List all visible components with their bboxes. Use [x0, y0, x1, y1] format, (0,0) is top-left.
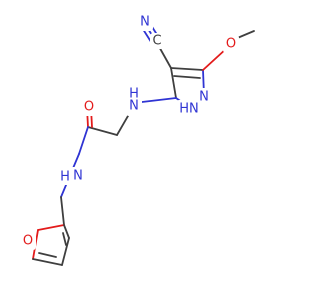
bond-furan-c3-c2 — [63, 224, 70, 239]
bond-furan-c4-c3 — [61, 237, 70, 266]
atom-bg-amide-h — [59, 169, 71, 185]
bond-layer — [32, 21, 255, 266]
atom-bg-furan-o — [20, 232, 36, 250]
amine-hydrogen-label: H — [129, 87, 139, 102]
furan-oxygen-label: O — [23, 234, 33, 249]
atom-bg-methoxy-o — [223, 35, 239, 53]
atom-bg-amide-n — [70, 167, 86, 185]
nitrile-nitrogen-label: N — [140, 15, 150, 30]
atom-bg-nitrile-c — [150, 33, 164, 49]
bond-furan-c5-c4 — [32, 258, 63, 266]
atom-layer: C N O N HN H N O N H O — [20, 13, 239, 250]
pyrazole-nitrogen-label: N — [199, 90, 209, 105]
molecule-diagram: C N O N HN H N O N H O — [20, 13, 255, 266]
amine-nitrogen-label: N — [129, 99, 139, 114]
bond-c3-nh — [141, 97, 177, 103]
bond-c5-o-methoxy — [202, 47, 228, 71]
molecule-structure-svg: C N O N HN H N O N H O — [20, 13, 255, 266]
bond-c4-c3 — [170, 67, 177, 99]
amide-hydrogen-label: H — [60, 170, 70, 185]
carbonyl-oxygen-label: O — [84, 100, 94, 115]
atom-bg-carbonyl-o — [81, 98, 97, 116]
atom-bg-nitrile-n — [137, 13, 153, 31]
bond-c4-c5 — [170, 67, 204, 71]
amide-nitrogen-label: N — [73, 169, 83, 184]
methoxy-oxygen-label: O — [226, 37, 236, 52]
atom-bg-amine-n — [126, 98, 142, 116]
atom-bg-ring-n1h — [176, 100, 202, 118]
bond-ch2-furan — [60, 196, 65, 226]
bond-furan-c2-o — [37, 224, 65, 231]
bond-c4-c5-double — [173, 75, 201, 79]
bond-ch2-carbonyl — [87, 126, 118, 136]
bond-furan-double-2 — [62, 232, 67, 246]
bond-furan-double-1 — [38, 252, 57, 258]
pyrazole-nh-label: HN — [179, 102, 199, 117]
bond-carbonyl-amide-n — [78, 126, 89, 155]
nitrile-carbon-label: C — [152, 34, 161, 49]
